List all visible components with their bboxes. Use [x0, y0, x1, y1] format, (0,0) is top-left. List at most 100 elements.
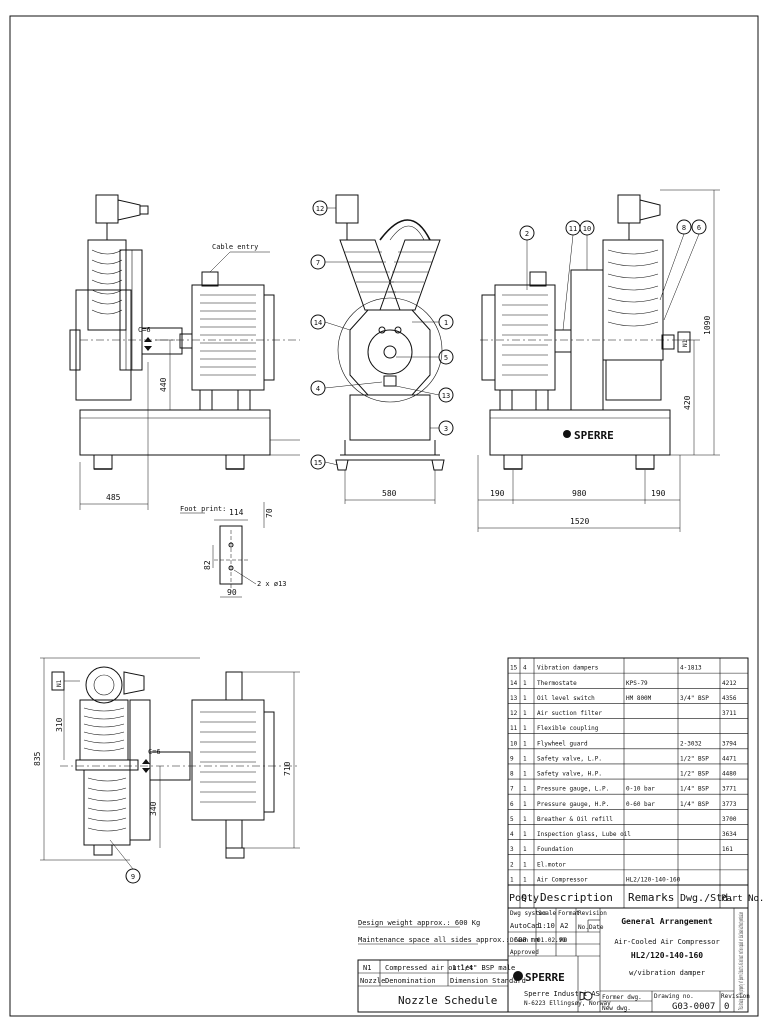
tb-company-address: N-6223 Ellingsøy, Norway — [524, 1000, 611, 1007]
clearance-plan: C=6 — [148, 748, 161, 756]
tb-title1: General Arrangement — [621, 917, 713, 926]
parts-header-desc: Description — [540, 891, 613, 904]
nozzle-header-denomination: Denomination — [385, 977, 436, 985]
parts-cell-qty: 1 — [523, 846, 527, 853]
tb-title3: HL2/120-140-160 — [631, 951, 703, 960]
tb-revision-cap-label: Revision — [721, 993, 750, 1000]
tb-format-label: Format — [558, 910, 580, 917]
rear-nozzle-tag: N1 — [682, 339, 689, 347]
foot-dim-82: 82 — [203, 560, 212, 570]
parts-cell-qty: 1 — [523, 695, 527, 702]
parts-cell-desc: Safety valve, H.P. — [537, 771, 602, 778]
front-view: 485 440 C=6 Cable entry — [69, 194, 300, 510]
rear-view: SPERRE 190 980 190 1520 1090 420 N1 2 11 — [477, 189, 720, 532]
parts-cell-part: 4212 — [722, 680, 737, 687]
parts-cell-pos: 2 — [510, 861, 514, 868]
parts-cell-pos: 13 — [510, 695, 518, 702]
parts-cell-qty: 1 — [523, 771, 527, 778]
parts-cell-qty: 1 — [523, 861, 527, 868]
tb-drawn-label: Drawn — [510, 937, 528, 944]
balloon-8: 8 — [682, 224, 686, 232]
nozzle-dimension: 1 1/4" BSP male — [452, 964, 515, 972]
parts-cell-part: 3794 — [722, 740, 737, 747]
nozzle-id: N1 — [363, 964, 371, 972]
parts-cell-qty: 1 — [523, 877, 527, 884]
parts-cell-desc: Inspection glass, Lube oil — [537, 831, 631, 838]
parts-cell-desc: Safety valve, L.P. — [537, 755, 602, 762]
tb-new-dwg-label: New dwg. — [602, 1005, 631, 1012]
cable-entry-label: Cable entry — [212, 243, 258, 251]
parts-cell-dwg: 3/4" BSP — [680, 695, 709, 702]
parts-cell-part: 4471 — [722, 755, 737, 762]
parts-cell-part: 4356 — [722, 695, 737, 702]
parts-cell-pos: 10 — [510, 740, 518, 747]
tb-scale-label: Scale — [538, 910, 556, 917]
parts-cell-desc: Foundation — [537, 846, 574, 853]
balloon-1: 1 — [444, 319, 448, 327]
plan-view: 835 N1 310 C=6 — [33, 657, 300, 884]
parts-cell-qty: 1 — [523, 831, 527, 838]
parts-cell-desc: Air Compressor — [537, 877, 588, 884]
parts-cell-desc: Pressure gauge, H.P. — [537, 801, 609, 808]
parts-cell-desc: Air suction filter — [537, 710, 602, 717]
parts-cell-dwg: 1/2" BSP — [680, 755, 709, 762]
balloon-11: 11 — [569, 225, 577, 233]
parts-cell-qty: 1 — [523, 740, 527, 747]
tb-revision-label: Revision — [578, 910, 607, 917]
side-view: 580 12 7 14 4 15 1 5 13 3 — [310, 194, 454, 504]
note-weight: Design weight approx.: 600 Kg — [358, 919, 480, 927]
parts-cell-pos: 14 — [510, 680, 518, 687]
tb-company: Sperre Industri AS — [524, 990, 600, 998]
parts-cell-pos: 9 — [510, 755, 514, 762]
tb-drawing-no: G03-0007 — [672, 1002, 715, 1012]
tb-drawn-date: 01.02.99 — [537, 937, 566, 944]
tb-revision-value: 0 — [724, 1002, 729, 1012]
tb-format-value: A2 — [560, 922, 568, 930]
parts-cell-dwg: 2-3032 — [680, 740, 702, 747]
foot-print-detail: Foot print: 114 70 82 90 2 x ø13 — [180, 502, 287, 598]
parts-cell-dwg: 4-1813 — [680, 665, 702, 672]
parts-cell-qty: 1 — [523, 680, 527, 687]
balloon-9: 9 — [131, 873, 135, 881]
parts-cell-qty: 1 — [523, 725, 527, 732]
parts-header-remarks: Remarks — [628, 891, 674, 904]
parts-cell-remarks: 0-10 bar — [626, 786, 655, 793]
tb-side-note: This drawing is the property of Sperre I… — [738, 912, 745, 1010]
balloon-14: 14 — [314, 319, 322, 327]
nozzle-denomination: Compressed air outlet — [385, 964, 474, 972]
parts-header-qty: Qty. — [521, 893, 545, 904]
foot-holes-label: 2 x ø13 — [257, 580, 287, 588]
parts-cell-remarks: HM 800M — [626, 695, 652, 702]
nozzle-schedule: N1 Compressed air outlet 1 1/4" BSP male… — [357, 959, 526, 1013]
plan-nozzle-tag: N1 — [56, 679, 63, 687]
foot-dim-114: 114 — [229, 508, 244, 517]
balloon-12: 12 — [316, 205, 324, 213]
parts-cell-pos: 6 — [510, 801, 514, 808]
parts-cell-pos: 7 — [510, 786, 514, 793]
dim-side-width: 580 — [382, 489, 397, 498]
tb-drawn-by: RO — [560, 937, 568, 944]
parts-cell-desc: El.motor — [537, 861, 566, 868]
parts-cell-pos: 8 — [510, 771, 514, 778]
balloon-4: 4 — [316, 385, 320, 393]
tb-drawing-no-label: Drawing no. — [654, 993, 694, 1000]
balloon-6: 6 — [697, 224, 701, 232]
tb-title4: w/vibration damper — [629, 969, 705, 977]
parts-cell-pos: 3 — [510, 846, 514, 853]
dim-front-width: 485 — [106, 493, 121, 502]
balloon-5: 5 — [444, 354, 448, 362]
clearance-front: C=6 — [138, 326, 151, 334]
parts-cell-part: 161 — [722, 846, 733, 853]
tb-approved-label: Approved — [510, 949, 539, 956]
sheet-border — [9, 15, 759, 1017]
parts-cell-pos: 5 — [510, 816, 514, 823]
parts-cell-desc: Flywheel guard — [537, 740, 588, 747]
note-maintenance: Maintenance space all sides approx.: 600… — [358, 936, 539, 944]
parts-cell-part: 3711 — [722, 710, 737, 717]
title-block: Dwg system AutoCad Scale 1:10 Format A2 … — [507, 907, 750, 1013]
dim-rear-height: 1090 — [703, 316, 712, 335]
dim-plan-width: 710 — [283, 761, 292, 776]
parts-cell-remarks: KPS-79 — [626, 680, 648, 687]
